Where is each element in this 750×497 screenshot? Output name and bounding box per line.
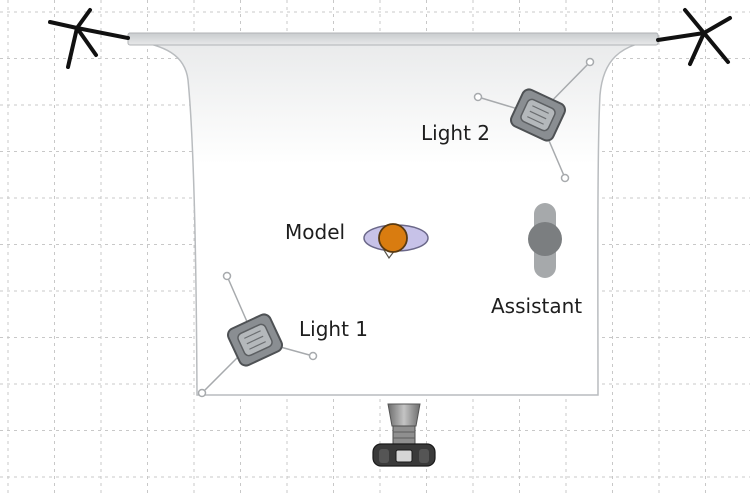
model-icon	[363, 223, 429, 260]
light-1-label: Light 1	[299, 317, 368, 341]
paper-backdrop	[127, 32, 659, 396]
light-1-icon	[197, 271, 318, 398]
backdrop-roll	[127, 32, 659, 46]
left-stand-icon	[48, 8, 130, 69]
light-2-icon	[473, 57, 595, 183]
assistant-label: Assistant	[491, 294, 582, 318]
light-2-label: Light 2	[421, 121, 490, 145]
model-label: Model	[285, 220, 345, 244]
right-stand-icon	[656, 8, 732, 66]
camera-icon	[372, 403, 436, 467]
assistant-icon	[528, 203, 562, 278]
